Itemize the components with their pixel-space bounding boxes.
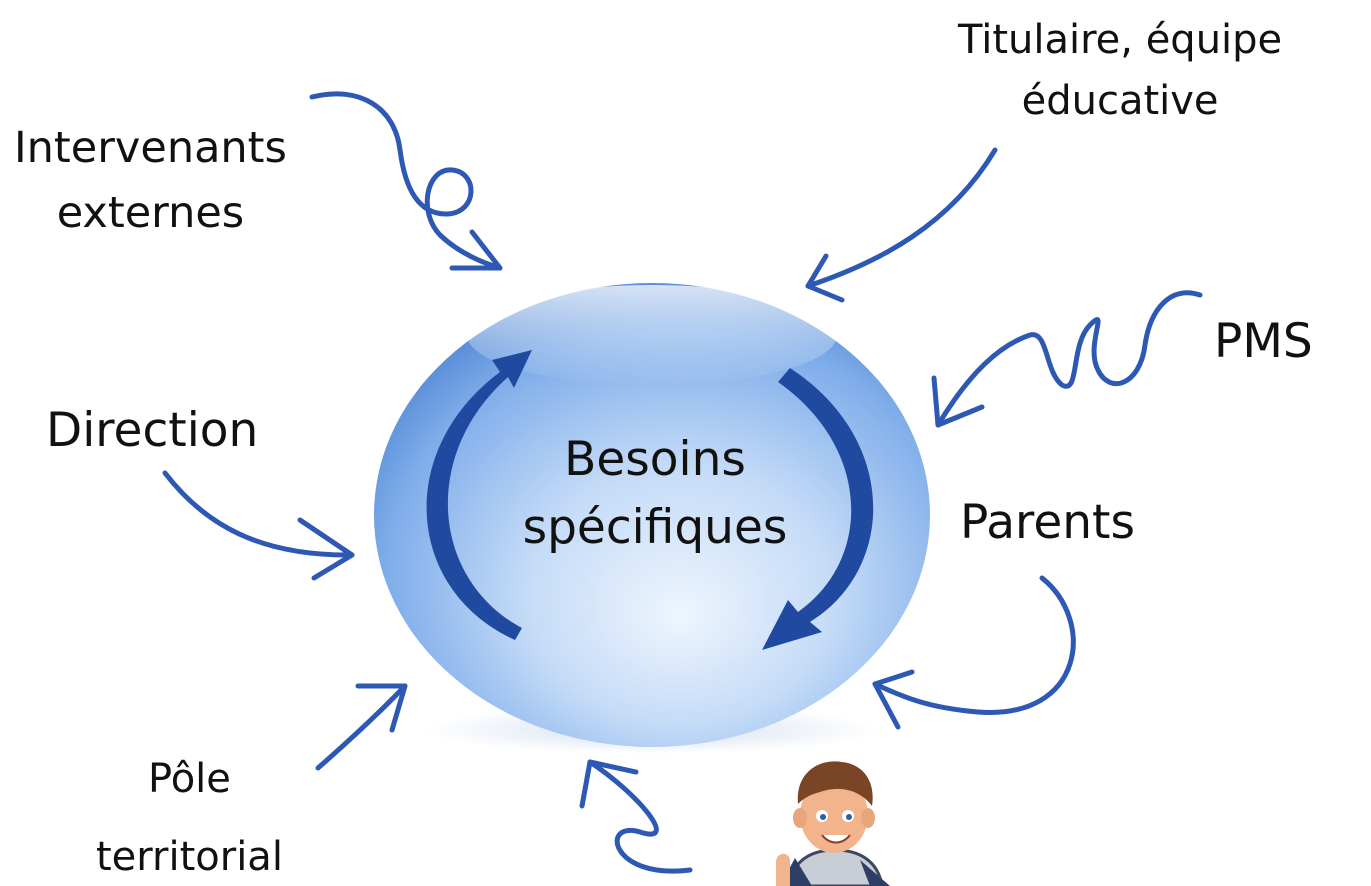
arrow-parents [872, 575, 1076, 715]
avatar-face [800, 777, 868, 853]
arrowhead-student [579, 759, 639, 809]
node-intervenants-line1: Intervenants [14, 123, 287, 173]
node-pole-territorial: Pôle territorial [96, 740, 283, 886]
arrowhead-direction [297, 517, 355, 581]
avatar-smile [821, 834, 851, 844]
avatar-hair [797, 761, 873, 806]
student-avatar-icon [776, 761, 890, 886]
node-pole-line2: territorial [96, 834, 283, 880]
arrowhead-intervenants [449, 229, 503, 271]
node-intervenants-line2: externes [56, 188, 245, 239]
cycle-arrow-left [426, 350, 532, 640]
arrow-titulaire [805, 147, 998, 289]
node-intervenants-externes: Intervenants externes [14, 116, 287, 247]
node-direction: Direction [46, 403, 259, 458]
central-label-line1: Besoins [564, 432, 746, 487]
arrow-direction [162, 470, 355, 558]
arrowhead-pms [931, 375, 985, 428]
cycle-arrow-right [762, 368, 874, 650]
cycle-arrows-icon [426, 350, 874, 650]
node-titulaire-line1: Titulaire, équipe [958, 17, 1283, 63]
avatar-ear-left [793, 808, 807, 828]
arrowhead-titulaire [805, 253, 845, 303]
arrowhead-pole [355, 683, 408, 733]
arrow-pms [935, 290, 1203, 428]
avatar-ear-right [861, 808, 875, 828]
arrow-intervenants [309, 91, 503, 271]
thumbs-up-icon [776, 853, 790, 886]
arrow-student [587, 759, 693, 874]
central-label-line2: spécifiques [522, 500, 788, 556]
node-titulaire-line2: éducative [1021, 77, 1219, 124]
arrow-pole [315, 683, 408, 771]
central-label: Besoins spécifiques [470, 426, 840, 562]
avatar-jacket-right [860, 860, 890, 886]
node-titulaire-equipe: Titulaire, équipe éducative [958, 10, 1282, 132]
arrowhead-parents [872, 669, 915, 730]
node-parents: Parents [960, 495, 1135, 550]
node-pms: PMS [1214, 314, 1313, 369]
sphere-highlight [467, 285, 837, 385]
node-pole-line1: Pôle [148, 756, 231, 802]
